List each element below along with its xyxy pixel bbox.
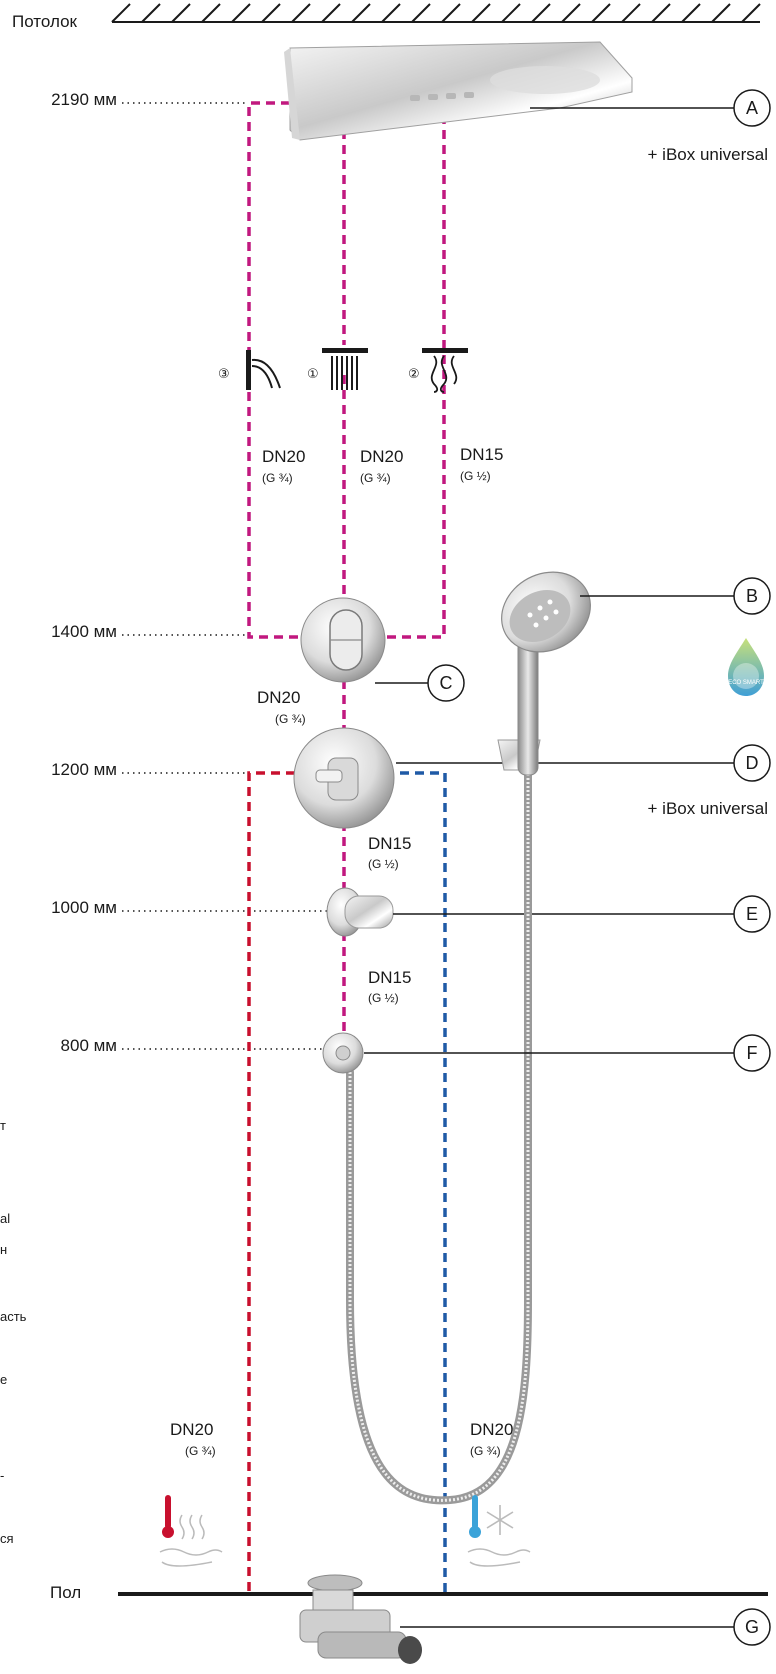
massage-spray-icon <box>422 348 468 393</box>
pipe-label-g-1: (G ¾) <box>262 471 293 485</box>
pipe-label-g-5: (G ½) <box>368 857 399 871</box>
pipe-label-dn-8: DN20 <box>470 1420 513 1439</box>
pipe-label-dn-1: DN20 <box>262 447 305 466</box>
ecosmart-badge: ECO SMART <box>728 638 764 696</box>
pipe-label-dn-3: DN15 <box>460 445 503 464</box>
callout-b-letter: B <box>746 586 758 606</box>
pipe-label-g-2: (G ¾) <box>360 471 391 485</box>
drain-trap <box>299 1574 422 1664</box>
ecosmart-text: ECO SMART <box>728 680 764 686</box>
fragment-2: al <box>0 1211 10 1226</box>
callout-a-letter: A <box>746 98 758 118</box>
ibox-note-d: + iBox universal <box>648 799 768 818</box>
wall-outlet <box>322 1032 364 1074</box>
callout-f: F <box>364 1034 771 1072</box>
stop-valve <box>326 887 394 937</box>
pipe-outlet-2 <box>385 115 446 639</box>
fragment-5: е <box>0 1372 7 1387</box>
pipe-label-g-8: (G ¾) <box>470 1444 501 1458</box>
diverter-valve <box>300 597 386 683</box>
left-edge-fragments: т al н асть е - ся <box>0 1118 27 1546</box>
callout-g-letter: G <box>745 1617 759 1637</box>
spray-number-3: ③ <box>218 366 230 381</box>
pipe-label-dn-4: DN20 <box>257 688 300 707</box>
spray-number-2: ② <box>408 366 420 381</box>
cold-water-icon <box>467 1495 531 1567</box>
ibox-note-a: + iBox universal <box>648 145 768 164</box>
level-2190: 2190 мм <box>51 90 117 109</box>
callout-e: E <box>393 895 771 933</box>
hot-water-icon <box>159 1495 223 1567</box>
pipe-label-g-3: (G ½) <box>460 469 491 483</box>
level-1200: 1200 мм <box>51 760 117 779</box>
pipe-label-dn-2: DN20 <box>360 447 403 466</box>
callout-b: B <box>580 577 771 615</box>
cold-supply-pipe <box>385 771 447 1594</box>
floor-label: Пол <box>50 1583 81 1602</box>
pipe-label-dn-5: DN15 <box>368 834 411 853</box>
callout-d-letter: D <box>746 753 759 773</box>
spray-modes: ③ ① ② <box>218 348 468 393</box>
pipe-label-dn-7: DN20 <box>170 1420 213 1439</box>
pipe-label-g-7: (G ¾) <box>185 1444 216 1458</box>
fragment-7: ся <box>0 1531 14 1546</box>
hand-shower <box>497 571 591 776</box>
pipe-label-g-4: (G ¾) <box>275 712 306 726</box>
callout-c: C <box>375 664 465 702</box>
ceiling: Потолок <box>12 3 761 31</box>
ceiling-label: Потолок <box>12 12 78 31</box>
height-levels: 2190 мм 1400 мм 1200 мм 1000 мм 800 мм <box>51 90 330 1055</box>
fragment-1: т <box>0 1118 6 1133</box>
callout-d: D <box>396 744 771 782</box>
fragment-6: - <box>0 1468 4 1483</box>
rain-spray-icon <box>322 348 368 390</box>
callout-a: A <box>530 89 771 127</box>
level-800: 800 мм <box>61 1036 117 1055</box>
ceiling-hatch <box>111 3 761 23</box>
pipe-label-dn-6: DN15 <box>368 968 411 987</box>
pipe-outlet-3 <box>247 101 300 639</box>
spray-number-1: ① <box>307 366 319 381</box>
thermostat <box>293 727 395 829</box>
pipe-label-g-6: (G ½) <box>368 991 399 1005</box>
side-spray-icon <box>246 350 281 390</box>
level-1400: 1400 мм <box>51 622 117 641</box>
callout-f-letter: F <box>747 1043 758 1063</box>
fragment-4: асть <box>0 1309 27 1324</box>
floor: Пол <box>50 1583 768 1602</box>
fragment-3: н <box>0 1242 7 1257</box>
callout-c-letter: C <box>440 673 453 693</box>
callout-e-letter: E <box>746 904 758 924</box>
level-1000: 1000 мм <box>51 898 117 917</box>
overhead-shower <box>284 41 633 141</box>
hot-supply-pipe <box>247 771 310 1594</box>
pipe-labels: DN20 (G ¾) DN20 (G ¾) DN15 (G ½) DN20 (G… <box>170 445 513 1458</box>
callout-g: G <box>400 1608 771 1646</box>
